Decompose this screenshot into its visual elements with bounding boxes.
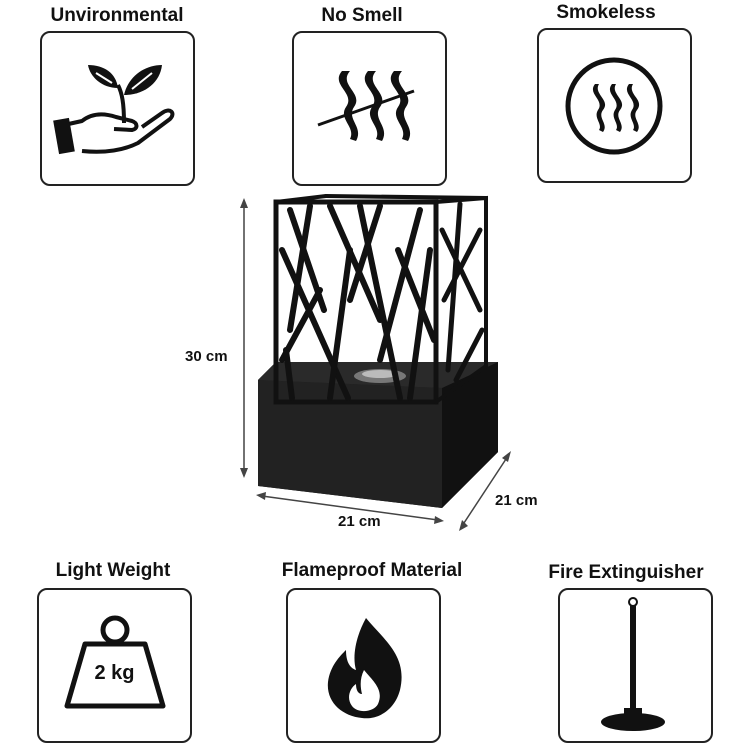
- no-smell-box: [292, 31, 447, 186]
- fire-extinguisher-box: [558, 588, 713, 743]
- environmental-box: [40, 31, 195, 186]
- weight-value: 2 kg: [94, 662, 135, 684]
- snuffer-tool-icon: [601, 597, 665, 731]
- depth-dimension-label: 21 cm: [495, 492, 538, 509]
- smokeless-box: [537, 28, 692, 183]
- light-weight-box: 2 kg: [37, 588, 192, 743]
- flame-icon: [327, 618, 402, 719]
- width-dimension-label: 21 cm: [338, 513, 381, 530]
- feature-label-environmental: Unvironmental: [50, 5, 184, 26]
- feature-label-flameproof: Flameproof Material: [281, 560, 463, 581]
- feature-label-light-weight: Light Weight: [55, 560, 171, 581]
- no-odor-icon: [317, 71, 415, 141]
- height-dimension-label: 30 cm: [185, 348, 228, 365]
- weight-icon: [64, 615, 166, 709]
- plant-in-hand-icon: [53, 65, 175, 155]
- feature-label-smokeless: Smokeless: [556, 2, 656, 23]
- feature-label-no-smell: No Smell: [321, 5, 403, 26]
- feature-label-fire-extinguisher: Fire Extinguisher: [548, 562, 704, 583]
- flameproof-box: [286, 588, 441, 743]
- tabletop-fireplace-illustration: [240, 194, 511, 531]
- smoke-circle-icon: [565, 57, 663, 155]
